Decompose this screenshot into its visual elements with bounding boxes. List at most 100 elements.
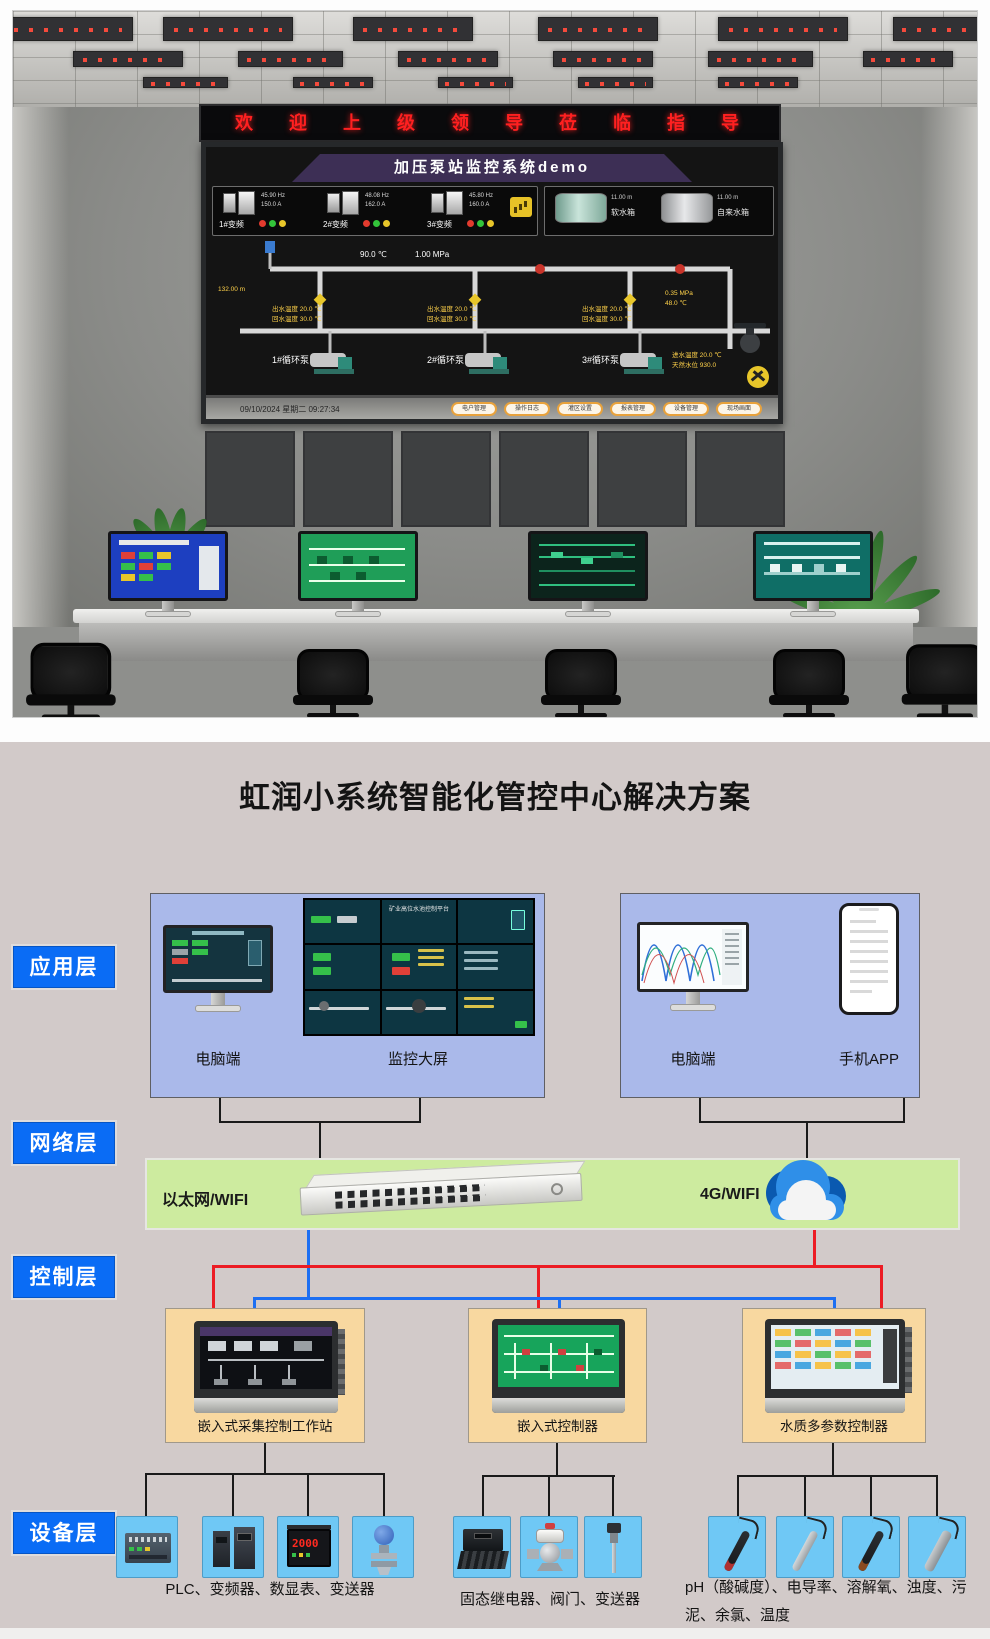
ethernet-bus	[253, 1297, 836, 1300]
connector	[219, 1098, 221, 1123]
screen-button[interactable]: 操作日志	[504, 402, 550, 416]
alarm-level-icon	[510, 197, 532, 217]
svg-text:1.00 MPa: 1.00 MPa	[415, 250, 450, 259]
device-group-caption: PLC、变频器、数显表、变送器	[165, 1581, 375, 1598]
cabinet-icon	[431, 193, 444, 213]
pc-monitor-trend	[637, 922, 749, 992]
video-wall-title: 矿业高位水池控制平台	[388, 907, 449, 913]
ceiling-light	[73, 51, 183, 67]
control-node-label: 水质多参数控制器	[780, 1419, 888, 1434]
screen-button[interactable]: 电户管理	[451, 402, 497, 416]
wireless-drop	[537, 1265, 540, 1310]
status-dot	[467, 220, 474, 227]
office-chair	[761, 649, 859, 717]
status-dot	[477, 220, 484, 227]
piping-mimic: 90.0 ℃ 1.00 MPa 132.00 m 出水温度 20.0 ℃ 回水温…	[218, 241, 770, 388]
connector	[699, 1098, 701, 1123]
svg-text:出水温度 20.0 ℃: 出水温度 20.0 ℃	[272, 304, 322, 313]
svg-text:1#循环泵: 1#循环泵	[272, 354, 309, 365]
device-vfd	[202, 1516, 264, 1578]
workstation-monitor-4	[753, 531, 873, 601]
status-dot	[259, 220, 266, 227]
device-digital-meter: 2000	[277, 1516, 339, 1578]
layer-badge-network[interactable]: 网络层	[11, 1120, 117, 1166]
workstation-monitor-1	[108, 531, 228, 601]
status-dot	[279, 220, 286, 227]
svg-text:出水温度 20.0 ℃: 出水温度 20.0 ℃	[427, 304, 477, 313]
layer-badge-application[interactable]: 应用层	[11, 944, 117, 990]
wireless-label: 4G/WIFI	[700, 1186, 760, 1203]
connector	[870, 1475, 872, 1516]
control-node-workstation: 嵌入式采集控制工作站	[165, 1308, 365, 1443]
ethernet-line	[307, 1230, 310, 1299]
pump-3	[620, 353, 664, 374]
status-dot	[373, 220, 380, 227]
device-solid-state-relay	[453, 1516, 511, 1578]
bottom-band	[0, 1628, 990, 1639]
ceiling-light	[163, 17, 293, 41]
device-label: 电脑端	[670, 1051, 716, 1068]
svg-text:天然水位 930.0: 天然水位 930.0	[672, 360, 716, 369]
tap-water-tank	[661, 193, 713, 223]
workstation-monitor-3	[528, 531, 648, 601]
monitor-base	[145, 611, 191, 617]
screen-bottom-bar: 09/10/2024 星期二 09:27:34 电户管理 操作日志 灌区设置 报…	[206, 395, 778, 419]
device-dissolved-oxygen-sensor	[842, 1516, 900, 1578]
ceiling-light	[553, 51, 653, 67]
svg-text:进水温度 20.0 ℃: 进水温度 20.0 ℃	[672, 350, 722, 359]
cabinet-icon	[223, 193, 236, 213]
ethernet-drop	[833, 1297, 836, 1310]
screen-button[interactable]: 灌区设置	[557, 402, 603, 416]
device-ph-sensor	[708, 1516, 766, 1578]
wireless-bus	[212, 1265, 883, 1268]
device-label: 手机APP	[838, 1051, 899, 1068]
ceiling-light	[143, 77, 228, 88]
wireless-line	[813, 1230, 816, 1267]
monitor-stand	[162, 601, 174, 613]
svg-text:3#循环泵: 3#循环泵	[582, 354, 619, 365]
svg-text:回水温度 30.0 ℃: 回水温度 30.0 ℃	[427, 314, 477, 323]
device-group-caption: 固态继电器、阀门、变送器	[459, 1591, 640, 1608]
device-conductivity-sensor	[776, 1516, 834, 1578]
connector	[232, 1473, 234, 1516]
monitor-base	[790, 611, 836, 617]
screen-button[interactable]: 报表管理	[610, 402, 656, 416]
connector	[307, 1473, 309, 1516]
layer-badge-control[interactable]: 控制层	[11, 1254, 117, 1300]
connector	[612, 1475, 614, 1516]
cabinet-icon	[446, 191, 463, 215]
device-label: 监控大屏	[387, 1051, 448, 1068]
monitor-base	[565, 611, 611, 617]
connector	[936, 1475, 938, 1516]
svg-text:48.0 ℃: 48.0 ℃	[665, 299, 687, 307]
connector	[145, 1473, 147, 1516]
ceiling-light	[708, 51, 813, 67]
status-dot	[363, 220, 370, 227]
ceiling-light	[718, 17, 848, 41]
connector	[383, 1473, 385, 1516]
cabinet-icon	[342, 191, 359, 215]
connector	[804, 1475, 806, 1516]
workstation-monitor-2	[298, 531, 418, 601]
embedded-controller-image	[492, 1319, 625, 1413]
ceiling-light	[578, 77, 653, 88]
screen-button[interactable]: 设备管理	[663, 402, 709, 416]
monitor-stand	[211, 993, 225, 1005]
acoustic-panel	[303, 431, 393, 527]
cloud-icon	[762, 1160, 854, 1226]
svg-text:出水温度 20.0 ℃: 出水温度 20.0 ℃	[582, 304, 632, 313]
device-label: 电脑端	[195, 1051, 241, 1068]
ethernet-label: 以太网/WIFI	[162, 1192, 249, 1209]
acoustic-panel	[205, 431, 295, 527]
connector	[903, 1098, 905, 1123]
connector	[419, 1098, 421, 1123]
right-wall	[921, 107, 977, 627]
layer-badge-device[interactable]: 设备层	[11, 1510, 117, 1556]
monitor-stand	[686, 992, 700, 1004]
ceiling-light	[293, 77, 373, 88]
screen-button[interactable]: 现场画面	[716, 402, 762, 416]
status-dot	[487, 220, 494, 227]
control-node-label: 嵌入式采集控制工作站	[197, 1419, 333, 1434]
device-transmitter	[352, 1516, 414, 1578]
